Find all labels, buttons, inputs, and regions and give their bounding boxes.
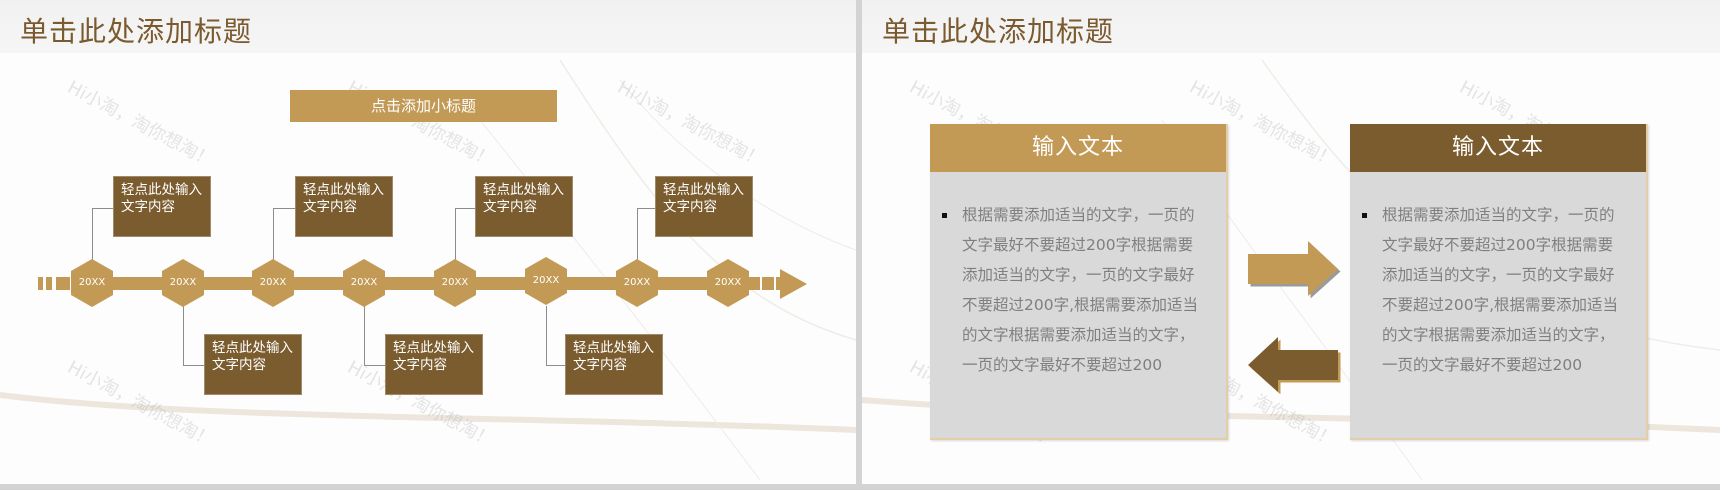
slide-timeline[interactable]: Hi小淘，淘你想淘！ Hi小淘，淘你想淘！ Hi小淘，淘你想淘！ Hi小淘，淘你… [0,0,856,484]
timeline-bar [78,277,768,290]
text-box-line: 文字内容 [573,357,627,373]
timeline-text-box[interactable]: 轻点此处输入 文字内容 [475,176,573,237]
connector-line [637,208,655,209]
connector-line [455,208,456,260]
timeline-dash [762,277,774,290]
timeline-node-hexagon[interactable]: 20XX [616,259,658,307]
timeline-node-hexagon[interactable]: 20XX [434,259,476,307]
arrow-left-icon [1248,337,1341,394]
connector-line [455,208,475,209]
text-box-line: 轻点此处输入 [121,182,202,198]
timeline-text-box[interactable]: 轻点此处输入 文字内容 [295,176,393,237]
card-body-text: 根据需要添加适当的文字，一页的文字最好不要超过200字根据需要添加适当的文字，一… [1382,206,1619,374]
timeline-text-box[interactable]: 轻点此处输入 文字内容 [113,176,211,237]
text-box-line: 轻点此处输入 [303,182,384,198]
connector-line [273,208,274,260]
connector-line [546,306,547,365]
arrow-right-icon [1248,241,1341,298]
connector-line [92,208,93,260]
text-box-line: 文字内容 [121,199,175,215]
connector-line [92,208,113,209]
timeline-dash [38,277,43,290]
text-box-line: 文字内容 [483,199,537,215]
timeline-node-hexagon[interactable]: 20XX [707,259,749,307]
text-box-line: 轻点此处输入 [393,340,474,356]
text-box-line: 文字内容 [663,199,717,215]
watermark: Hi小淘，淘你想淘！ [613,76,768,172]
text-box-line: 文字内容 [303,199,357,215]
connector-line [546,365,565,366]
timeline-arrow-head-icon [780,269,807,299]
text-box-line: 轻点此处输入 [483,182,564,198]
text-box-line: 文字内容 [393,357,447,373]
text-box-line: 轻点此处输入 [573,340,654,356]
timeline-dash [776,277,782,290]
card-header[interactable]: 输入文本 [1350,124,1646,172]
timeline-text-box[interactable]: 轻点此处输入 文字内容 [655,176,753,237]
text-card-right[interactable]: 输入文本 根据需要添加适当的文字，一页的文字最好不要超过200字根据需要添加适当… [1350,124,1648,440]
connector-line [364,306,365,365]
timeline-node-hexagon[interactable]: 20XX [525,257,567,305]
text-box-line: 轻点此处输入 [663,182,744,198]
bullet-icon [1362,213,1367,218]
timeline-node-hexagon[interactable]: 20XX [71,259,113,307]
slide-title[interactable]: 单击此处添加标题 [882,15,1115,48]
timeline-text-box[interactable]: 轻点此处输入 文字内容 [385,334,483,395]
title-bar: 单击此处添加标题 [0,0,856,53]
timeline-dash [56,277,70,290]
watermark: Hi小淘，淘你想淘！ [343,76,498,172]
timeline-node-hexagon[interactable]: 20XX [252,259,294,307]
title-bar: 单击此处添加标题 [862,0,1720,53]
connector-line [273,208,295,209]
timeline-node-hexagon[interactable]: 20XX [343,259,385,307]
timeline-node-hexagon[interactable]: 20XX [162,259,204,307]
timeline-dash [46,277,52,290]
bullet-icon [942,213,947,218]
card-body[interactable]: 根据需要添加适当的文字，一页的文字最好不要超过200字根据需要添加适当的文字，一… [1350,172,1646,380]
text-box-line: 文字内容 [212,357,266,373]
connector-line [637,208,638,260]
card-body-text: 根据需要添加适当的文字，一页的文字最好不要超过200字根据需要添加适当的文字，一… [962,206,1199,374]
timeline-text-box[interactable]: 轻点此处输入 文字内容 [565,334,663,395]
slide-comparison[interactable]: Hi小淘，淘你想淘！ Hi小淘，淘你想淘！ Hi小淘，淘你想淘！ Hi小淘，淘你… [862,0,1720,484]
card-body[interactable]: 根据需要添加适当的文字，一页的文字最好不要超过200字根据需要添加适当的文字，一… [930,172,1226,380]
connector-line [183,306,184,365]
watermark: Hi小淘，淘你想淘！ [63,356,218,452]
watermark: Hi小淘，淘你想淘！ [63,76,218,172]
leaf-background-icon [0,59,856,481]
subtitle-bar[interactable]: 点击添加小标题 [290,90,557,122]
text-box-line: 轻点此处输入 [212,340,293,356]
slide-title[interactable]: 单击此处添加标题 [20,15,253,48]
connector-line [364,365,385,366]
connector-line [183,365,204,366]
text-card-left[interactable]: 输入文本 根据需要添加适当的文字，一页的文字最好不要超过200字根据需要添加适当… [930,124,1228,440]
card-header[interactable]: 输入文本 [930,124,1226,172]
timeline-text-box[interactable]: 轻点此处输入 文字内容 [204,334,302,395]
